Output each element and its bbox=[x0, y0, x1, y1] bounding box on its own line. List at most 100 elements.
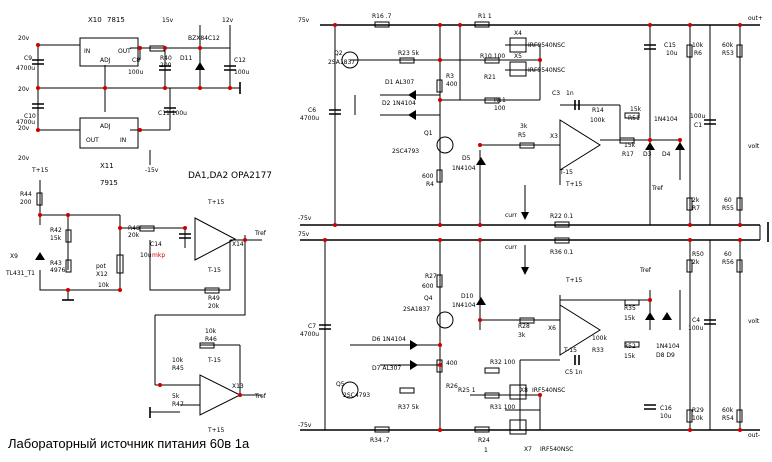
label-d89: 1N4104 bbox=[656, 343, 680, 350]
label-tm15b: T-15 bbox=[207, 267, 221, 274]
label-curr2: curr bbox=[505, 244, 517, 251]
label-r11b: R11 bbox=[494, 97, 506, 104]
label-adj2: ADJ bbox=[100, 123, 111, 130]
label-x10: X10 bbox=[88, 16, 102, 24]
label-r49: R49 bbox=[208, 295, 220, 302]
label-x13: X13 bbox=[232, 383, 244, 390]
label-x9: X9 bbox=[10, 253, 18, 260]
label-x4: X4 bbox=[514, 30, 522, 37]
label-r51: R51 bbox=[628, 115, 640, 122]
label-c14: C14 bbox=[150, 241, 162, 248]
label-c16: C16 bbox=[660, 405, 672, 412]
opamp-x3 bbox=[559, 119, 601, 171]
label-75v-c: 75v bbox=[298, 231, 310, 238]
label-d3: D3 bbox=[643, 151, 652, 158]
label-c4v: 100u bbox=[688, 325, 703, 332]
label-20v-c: 20v bbox=[18, 125, 30, 132]
label-r23: R23 5k bbox=[398, 50, 420, 57]
label-15v: 15v bbox=[162, 17, 174, 24]
label-r17: R17 bbox=[622, 151, 634, 158]
label-r11: R1 1 bbox=[478, 13, 492, 20]
label-r36: R36 0.1 bbox=[550, 249, 573, 256]
label-r48: R48 bbox=[128, 225, 140, 232]
label-q1: Q1 bbox=[424, 130, 433, 137]
label-c8: C8 bbox=[132, 57, 140, 64]
regulator-7915 bbox=[79, 117, 139, 149]
label-r47: R47 bbox=[172, 401, 184, 408]
label-irf3: IRF540NSC bbox=[532, 387, 565, 394]
label-d6: D6 1N4104 bbox=[372, 336, 406, 343]
label-r50: R50 bbox=[692, 251, 704, 258]
label-pot10k: 10k bbox=[98, 282, 110, 289]
label-r43v: 4976 bbox=[50, 267, 65, 274]
label-r17v: 15k bbox=[624, 142, 636, 149]
regulator-7815 bbox=[79, 37, 139, 67]
label-tp15a: T+15 bbox=[31, 167, 49, 174]
label-c10: C10 bbox=[24, 113, 36, 120]
label-c1v: 100u bbox=[690, 113, 705, 120]
label-tp15d: T+15 bbox=[565, 181, 583, 188]
label-r24: R24 bbox=[478, 437, 490, 444]
mosfet-x4 bbox=[509, 37, 527, 53]
capacitors bbox=[32, 44, 716, 410]
resistors bbox=[36, 21, 743, 433]
label-r53v: 60k bbox=[722, 42, 734, 49]
label-tp15e: T+15 bbox=[565, 277, 583, 284]
label-d1: D1 AL307 bbox=[385, 79, 414, 86]
label-r42: R42 bbox=[50, 227, 62, 234]
label-c12: C12 bbox=[234, 57, 246, 64]
label-volt1: volt bbox=[748, 143, 760, 150]
label-r40: R40 bbox=[160, 55, 172, 62]
wiring bbox=[37, 24, 761, 431]
label-r33: R33 bbox=[592, 347, 604, 354]
label-r44: R44 bbox=[20, 191, 32, 198]
label-tref2: Tref bbox=[254, 393, 267, 400]
label-c8v: 100u bbox=[128, 69, 143, 76]
label-tm15c: T-15 bbox=[207, 357, 221, 364]
label-bzx: BZX84C12 bbox=[188, 35, 220, 42]
label-20v-a: 20v bbox=[18, 35, 30, 42]
label-tm15e: T-15 bbox=[563, 347, 577, 354]
label-20v-d: 20v bbox=[18, 155, 30, 162]
label-tp15c: T+15 bbox=[207, 427, 225, 434]
label-x11: X11 bbox=[100, 162, 114, 170]
label-r42v: 15k bbox=[50, 235, 62, 242]
label-out-minus: out- bbox=[748, 432, 760, 439]
label-irf4: IRF540NSC bbox=[540, 446, 573, 453]
label-pot: pot bbox=[96, 263, 106, 270]
label-r21: R21 bbox=[484, 74, 496, 81]
label-c11: C11 100u bbox=[158, 110, 187, 117]
label-r34: R34 .7 bbox=[370, 437, 390, 444]
label-r51v: 15k bbox=[630, 106, 642, 113]
label-d5v: 1N4104 bbox=[452, 165, 476, 172]
label-d34: 1N4104 bbox=[654, 116, 678, 123]
label-c16v: 10u bbox=[660, 413, 672, 420]
diagram-title: Лабораторный источник питания 60в 1а bbox=[8, 436, 250, 451]
label-x3: X3 bbox=[550, 133, 558, 140]
label-irf1: IRF9540NSC bbox=[528, 42, 565, 49]
junction-dots bbox=[36, 23, 742, 432]
label-d4: D4 bbox=[662, 151, 671, 158]
label-r14: R14 bbox=[592, 107, 604, 114]
label-q2p: 2SA1837 bbox=[328, 59, 355, 66]
label-r55: R55 bbox=[722, 205, 734, 212]
label-ic: DA1,DA2 OPA2177 bbox=[188, 171, 272, 181]
label-r3: R3 bbox=[446, 73, 454, 80]
label-r32: R32 100 bbox=[490, 359, 515, 366]
label-r52: R52 bbox=[624, 343, 636, 350]
label-75v-d: -75v bbox=[298, 422, 312, 429]
label-c9: C9 bbox=[24, 55, 32, 62]
label-q5: Q5 bbox=[336, 381, 345, 388]
label-volt2: volt bbox=[748, 318, 760, 325]
label-tp15b: T+15 bbox=[207, 199, 225, 206]
label-r29: R29 bbox=[692, 407, 704, 414]
label-d10v: 1N4104 bbox=[452, 302, 476, 309]
label-out-plus: out+ bbox=[748, 15, 763, 22]
label-c10v: 4700u bbox=[16, 119, 35, 126]
label-r56: R56 bbox=[722, 259, 734, 266]
label-in2: IN bbox=[120, 137, 126, 144]
label-c5: C5 1n bbox=[565, 369, 583, 376]
label-12v: 12v bbox=[222, 17, 234, 24]
label-r54v: 60k bbox=[722, 407, 734, 414]
